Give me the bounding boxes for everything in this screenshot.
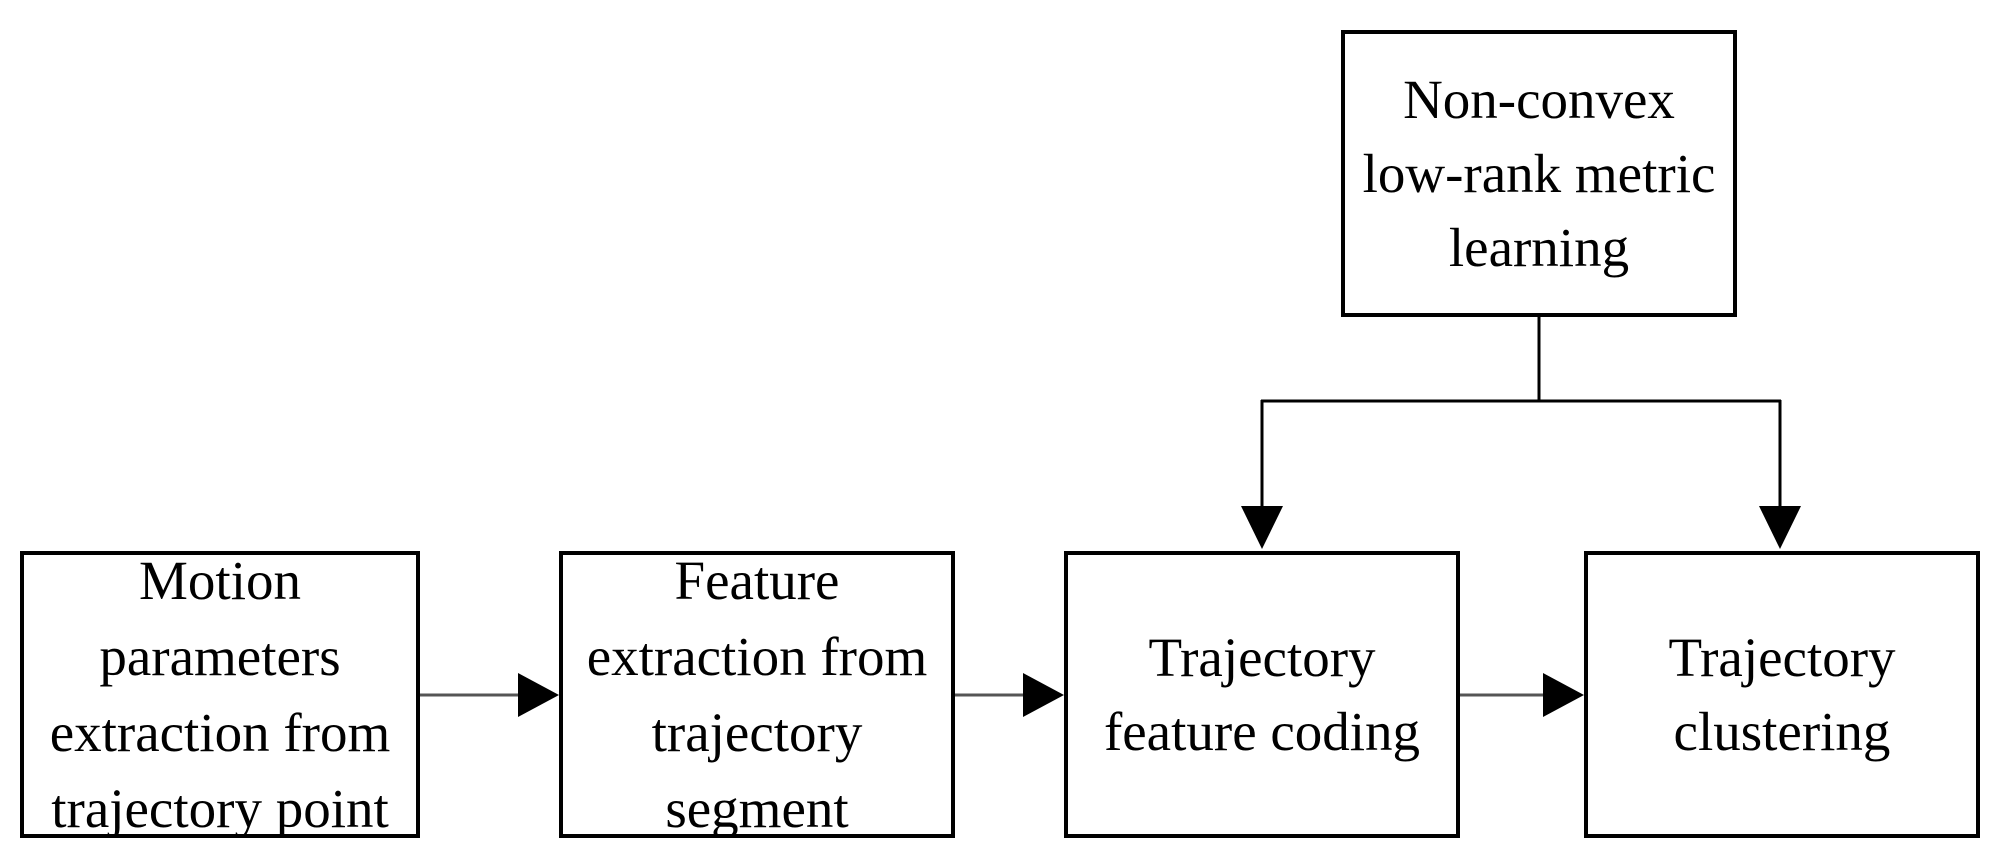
- arrowhead-motion-to-feature: [518, 673, 559, 717]
- node-metric-learning-label: Non-convex low-rank metric learning: [1362, 68, 1716, 278]
- node-motion-parameters: Motion parameters extraction from trajec…: [20, 551, 420, 838]
- arrowhead-to-clustering: [1759, 506, 1801, 549]
- node-clustering-label: Trajectory clustering: [1668, 626, 1896, 762]
- node-clustering: Trajectory clustering: [1584, 551, 1980, 838]
- arrowhead-to-feature-coding: [1241, 506, 1283, 549]
- arrowhead-coding-to-clustering: [1543, 673, 1584, 717]
- node-motion-parameters-label: Motion parameters extraction from trajec…: [49, 551, 391, 838]
- node-feature-coding: Trajectory feature coding: [1064, 551, 1460, 838]
- node-feature-extraction: Feature extraction from trajectory segme…: [559, 551, 955, 838]
- node-feature-coding-label: Trajectory feature coding: [1103, 626, 1421, 762]
- node-metric-learning: Non-convex low-rank metric learning: [1341, 30, 1737, 317]
- node-feature-extraction-label: Feature extraction from trajectory segme…: [586, 551, 928, 838]
- arrowhead-feature-to-coding: [1023, 673, 1064, 717]
